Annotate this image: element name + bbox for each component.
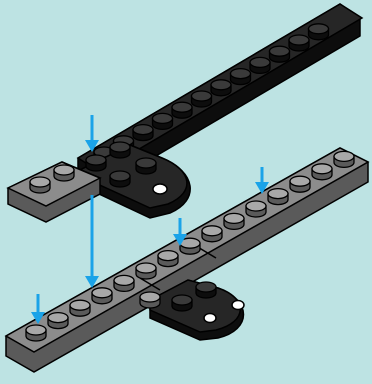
stud-icon xyxy=(223,212,245,231)
stud-group xyxy=(139,281,217,312)
stud-icon xyxy=(288,34,310,52)
stud-icon xyxy=(195,281,217,299)
stud-icon xyxy=(69,299,91,317)
stud-row xyxy=(25,150,355,342)
stud-icon xyxy=(135,262,157,280)
stud-icon xyxy=(267,187,289,206)
down-arrow-icon xyxy=(255,167,269,194)
down-arrow-icon xyxy=(173,218,187,246)
stud-icon xyxy=(139,291,161,309)
stud-icon xyxy=(47,311,69,330)
stud-icon xyxy=(289,175,311,193)
lower-rounded-plate xyxy=(139,279,245,341)
stud-icon xyxy=(201,225,223,243)
stud-group xyxy=(85,141,157,188)
stud-icon xyxy=(333,150,355,169)
stud-icon xyxy=(91,287,113,305)
plate-seam xyxy=(139,277,161,291)
stud-icon xyxy=(113,274,135,293)
stud-icon xyxy=(179,237,201,255)
stud-row xyxy=(29,164,75,194)
rounded-plate-top xyxy=(149,279,241,333)
plate-top xyxy=(6,161,102,207)
stud-icon xyxy=(132,123,154,142)
pin-hole-icon xyxy=(203,312,217,324)
upper-rounded-plate xyxy=(79,141,191,219)
stud-icon xyxy=(109,141,131,159)
stud-icon xyxy=(229,67,252,86)
arrow-group xyxy=(31,115,269,324)
stud-icon xyxy=(249,56,271,75)
pin-hole-icon xyxy=(231,299,245,311)
stud-icon xyxy=(171,294,193,312)
stud-icon xyxy=(210,79,232,97)
stud-icon xyxy=(311,163,333,181)
down-arrow-icon xyxy=(31,294,45,324)
upper-black-long-plate xyxy=(76,3,364,191)
stud-icon xyxy=(135,157,157,175)
stud-icon xyxy=(268,45,291,63)
stud-icon xyxy=(171,101,193,119)
stud-icon xyxy=(245,200,267,218)
stud-icon xyxy=(151,112,174,131)
stud-icon xyxy=(25,324,47,342)
down-arrow-icon xyxy=(85,115,99,152)
upper-gray-short-plate xyxy=(6,161,102,223)
stud-icon xyxy=(85,154,107,172)
stud-icon xyxy=(109,170,131,188)
stud-icon xyxy=(157,249,179,268)
lower-gray-long-plate xyxy=(4,147,370,373)
stud-icon xyxy=(29,176,51,194)
down-arrow-icon xyxy=(85,195,99,288)
pin-hole-icon xyxy=(152,183,168,195)
stud-icon xyxy=(307,23,330,41)
stud-icon xyxy=(53,164,75,182)
stud-icon xyxy=(190,90,213,108)
